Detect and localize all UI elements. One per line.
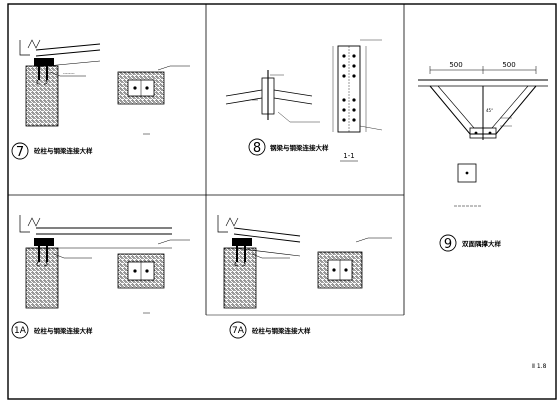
caption-7a: 砼柱与钢梁连接大样 [252, 326, 311, 335]
detail-9: 500 500 45° 9 双面隅撑大样 [418, 61, 548, 252]
detail-7a: 7A 砼柱与钢梁连接大样 [217, 215, 392, 339]
callout-8-number: 8 [253, 141, 261, 156]
caption-8: 钢梁与钢梁连接大样 [270, 143, 329, 152]
callout-7a [229, 321, 247, 339]
callout-1a [11, 321, 29, 339]
detail-8: 1-1 8 钢梁与钢梁连接大样 [225, 39, 383, 162]
svg-text:--------: -------- [63, 71, 75, 76]
caption-9: 双面隅撑大样 [462, 239, 502, 248]
dim-left: 500 [449, 61, 462, 69]
callout-9 [439, 234, 457, 252]
callout-7a-number: 7A [232, 326, 245, 336]
callout-1a-number: 1A [14, 326, 27, 336]
detail-7: -------- 7 砼柱与钢梁连接大样 [11, 39, 190, 160]
section-label: 1-1 [343, 152, 354, 160]
callout-7 [11, 142, 29, 160]
caption-7: 砼柱与钢梁连接大样 [34, 146, 93, 155]
sheet-frame [7, 3, 557, 400]
dim-right: 500 [502, 61, 515, 69]
detail-1a: 1A 砼柱与钢梁连接大样 [11, 215, 190, 339]
callout-8 [248, 138, 266, 156]
sheet-code: Ⅱ 1.8 [532, 363, 547, 370]
callout-7-number: 7 [16, 145, 24, 160]
angle-label: 45° [486, 108, 493, 113]
caption-1a: 砼柱与钢梁连接大样 [34, 326, 93, 335]
callout-9-number: 9 [444, 237, 452, 252]
